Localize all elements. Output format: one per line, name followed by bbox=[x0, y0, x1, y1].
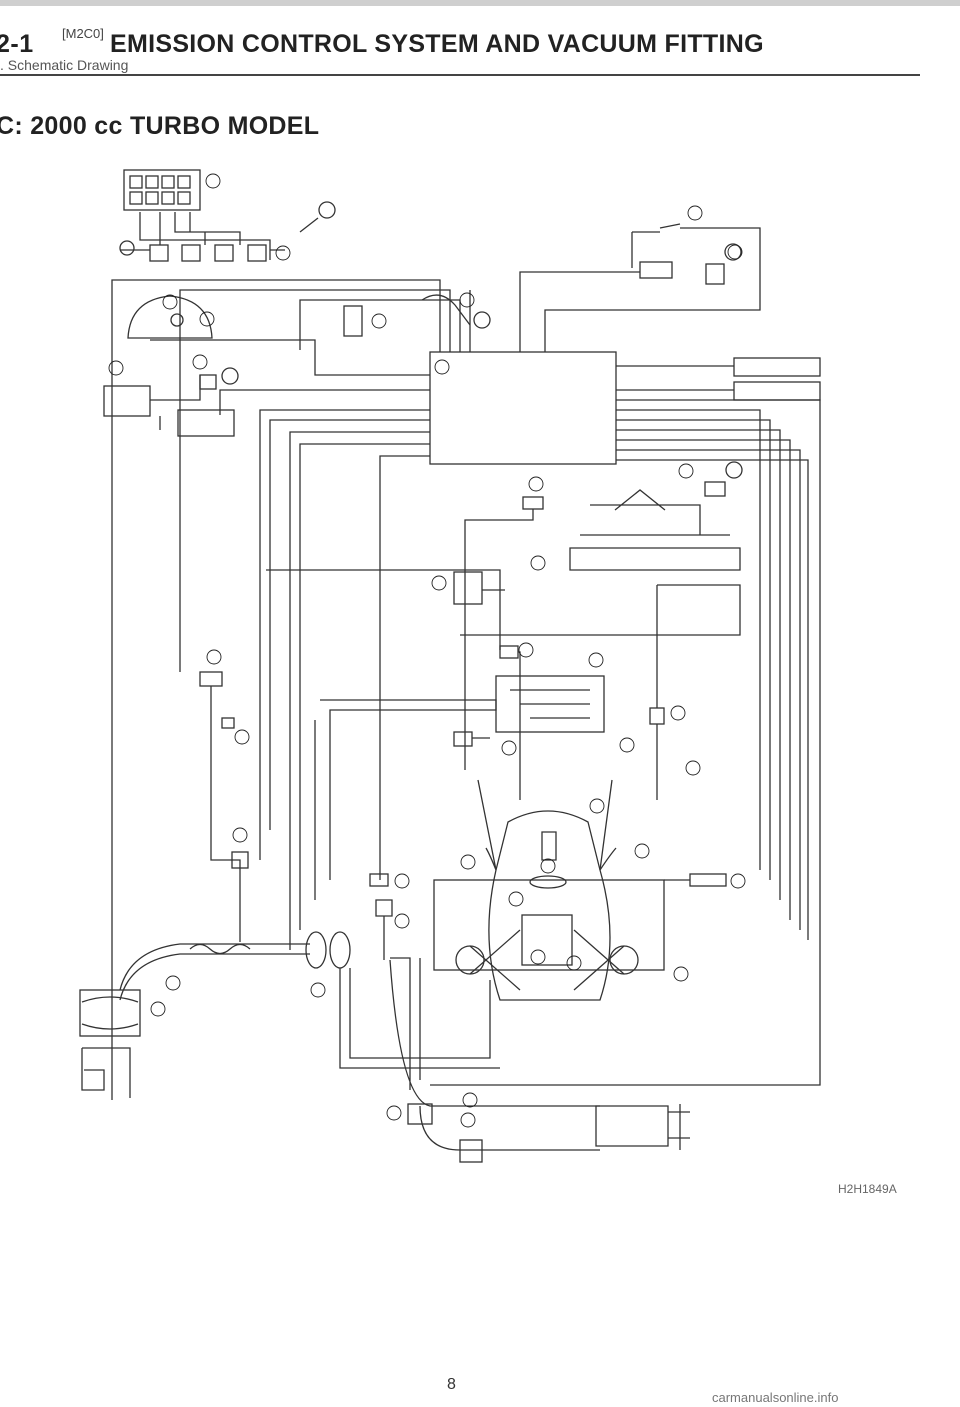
page-title: EMISSION CONTROL SYSTEM AND VACUUM FITTI… bbox=[110, 30, 764, 58]
top-border bbox=[0, 0, 960, 6]
watermark: carmanualsonline.info bbox=[712, 1390, 839, 1405]
fuse-block bbox=[123, 169, 201, 211]
model-heading: C: 2000 cc TURBO MODEL bbox=[0, 112, 320, 140]
page-subtitle: . Schematic Drawing bbox=[0, 57, 129, 73]
page-number: 8 bbox=[447, 1376, 456, 1393]
engine-block bbox=[488, 810, 611, 1001]
figure-id: H2H1849A bbox=[838, 1182, 897, 1196]
ignition-coil bbox=[103, 385, 151, 417]
header-rule bbox=[0, 74, 920, 76]
section-number: 2-1 bbox=[0, 30, 34, 58]
ecm-box bbox=[429, 351, 617, 465]
section-code: [M2C0] bbox=[62, 26, 104, 41]
schematic-diagram bbox=[79, 169, 821, 1163]
